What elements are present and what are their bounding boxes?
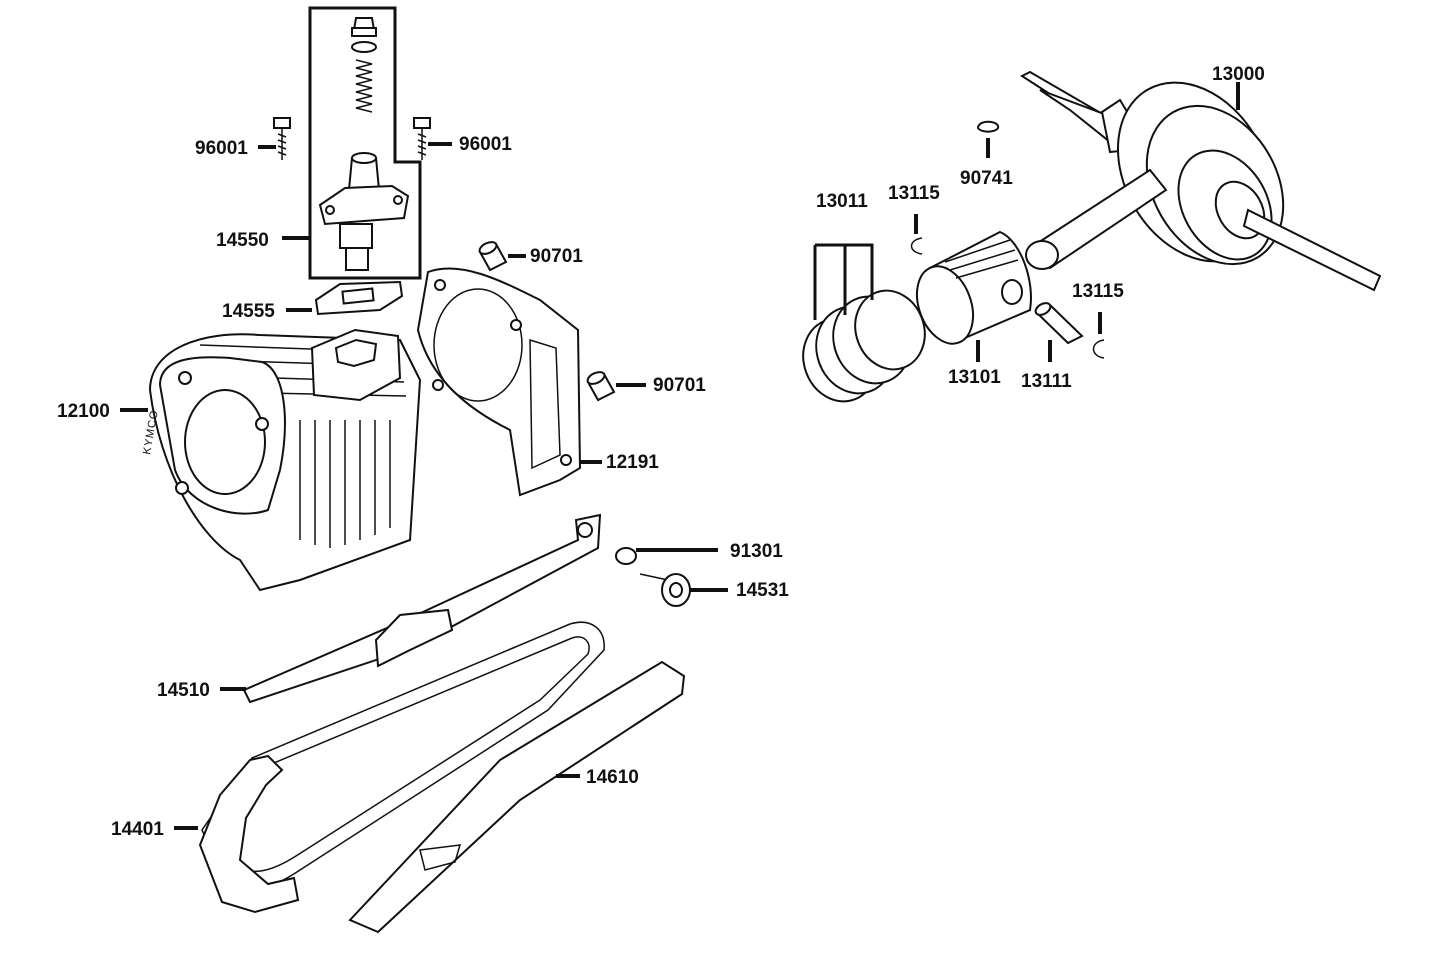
part-label-12100: 12100 [57, 401, 110, 422]
part-label-13000: 13000 [1212, 64, 1265, 85]
crankshaft [1019, 70, 1382, 292]
part-label-14555: 14555 [222, 301, 275, 322]
part-label-14610: 14610 [586, 767, 639, 788]
part-label-90701-top: 90701 [530, 246, 583, 267]
cam-chain [198, 621, 605, 914]
guide-pivot-bolt [615, 547, 691, 607]
piston-ring-set [802, 243, 926, 403]
dowel-pin-top [478, 241, 508, 272]
piston-pin [1034, 302, 1084, 345]
leader-lines [120, 82, 1240, 830]
part-label-12191: 12191 [606, 452, 659, 473]
part-label-96001-left: 96001 [195, 138, 248, 159]
part-label-90701-mid: 90701 [653, 375, 706, 396]
bolt-96001-right [413, 117, 431, 160]
part-label-14401: 14401 [111, 819, 164, 840]
piston-pin-clip-top [910, 237, 923, 255]
part-label-14531: 14531 [736, 580, 789, 601]
part-labels: 13000 96001 96001 90741 13011 13115 1455… [57, 64, 1265, 840]
part-label-13011: 13011 [816, 191, 868, 212]
cylinder-block: KYMCO [141, 328, 422, 592]
tensioner-assembly [308, 6, 422, 280]
part-label-13115-right: 13115 [1072, 281, 1124, 302]
part-label-13101: 13101 [948, 367, 1001, 388]
part-label-13111: 13111 [1021, 371, 1072, 392]
bolt-96001-left [273, 117, 291, 160]
part-label-14510: 14510 [157, 680, 210, 701]
piston-pin-clip-right [1092, 339, 1105, 359]
part-label-96001-right: 96001 [459, 134, 512, 155]
part-label-14550: 14550 [216, 230, 269, 251]
part-label-90741: 90741 [960, 168, 1013, 189]
chain-guide-upper [242, 513, 602, 704]
part-label-13115-top: 13115 [888, 183, 940, 204]
part-label-91301: 91301 [730, 541, 783, 562]
tensioner-group-frame [308, 6, 422, 280]
tensioner-gasket [314, 280, 404, 316]
cylinder-gasket [416, 267, 582, 497]
piston [915, 230, 1032, 345]
chain-guide-lower [348, 660, 686, 934]
dowel-pin-mid [586, 371, 616, 402]
woodruff-key [976, 120, 1000, 133]
